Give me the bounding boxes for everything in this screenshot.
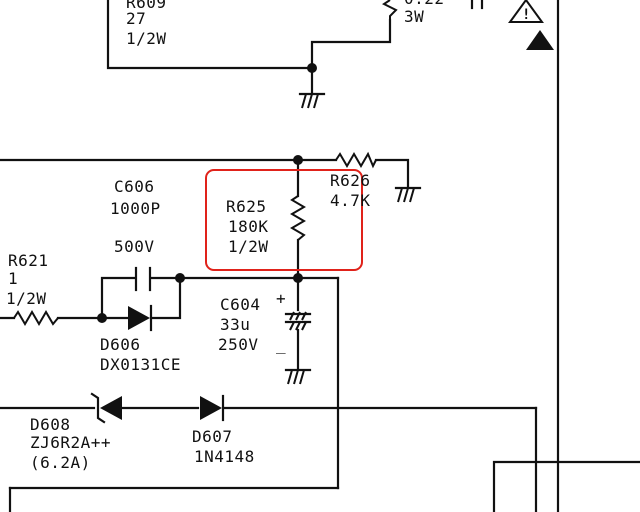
warning-mark: ! xyxy=(522,7,531,23)
junction-dot xyxy=(307,63,317,73)
junction-dot xyxy=(293,273,303,283)
r621-ref-label: R621 xyxy=(8,251,49,270)
junction-dot xyxy=(293,155,303,165)
d608-note-label: (6.2A) xyxy=(30,453,91,472)
r621-value-label: 1 xyxy=(8,269,18,288)
d607-part-label: 1N4148 xyxy=(194,447,255,466)
r625-value-label: 180K xyxy=(228,217,269,236)
bottom-wires xyxy=(0,406,640,512)
r609-rating-label: 1/2W xyxy=(126,29,167,48)
r-top-value-label: 0.22 xyxy=(404,0,445,8)
d608-ref-label: D608 xyxy=(30,415,71,434)
mid-wires xyxy=(0,158,410,490)
r-top-zigzag xyxy=(382,0,398,20)
r625-resistor xyxy=(290,195,306,241)
d607-diode xyxy=(200,394,225,422)
ground-symbol-r626 xyxy=(394,186,422,203)
r609-value-label: 27 xyxy=(126,9,146,28)
ground-symbol-c604 xyxy=(284,368,312,385)
r626-resistor xyxy=(335,151,377,169)
r609-ref-label: R609 xyxy=(126,0,167,12)
c604-ref-label: C604 xyxy=(220,295,261,314)
r625-rating-label: 1/2W xyxy=(228,237,269,256)
d606-ref-label: D606 xyxy=(100,335,141,354)
d606-part-label: DX0131CE xyxy=(100,355,181,374)
r626-ref-label: R626 xyxy=(330,171,371,190)
r625-ref-label: R625 xyxy=(226,197,267,216)
junction-dot xyxy=(97,313,107,323)
c606-rating-label: 500V xyxy=(114,237,155,256)
warning-icon: ! xyxy=(508,0,554,50)
d608-zener-diode xyxy=(90,392,122,424)
c606-value-label: 1000P xyxy=(110,199,161,218)
c604-rating-label: 250V xyxy=(218,335,259,354)
left-wires xyxy=(0,276,182,320)
ground-symbol-top xyxy=(298,92,326,109)
top-wires xyxy=(106,0,560,512)
c604-minus-label: _ xyxy=(276,335,286,354)
r626-value-label: 4.7K xyxy=(330,191,371,210)
d608-part-label: ZJ6R2A++ xyxy=(30,433,111,452)
highlight-box xyxy=(205,169,363,271)
c604-value-label: 33u xyxy=(220,315,250,334)
r621-rating-label: 1/2W xyxy=(6,289,47,308)
r621-resistor xyxy=(13,310,59,326)
r-top-rating-label: 3W xyxy=(404,7,424,26)
c604-plus-label: + xyxy=(276,289,286,308)
d606-diode xyxy=(128,304,153,332)
d607-ref-label: D607 xyxy=(192,427,233,446)
c604-capacitor xyxy=(284,311,312,331)
c606-capacitor xyxy=(134,266,152,292)
c606-ref-label: C606 xyxy=(114,177,155,196)
